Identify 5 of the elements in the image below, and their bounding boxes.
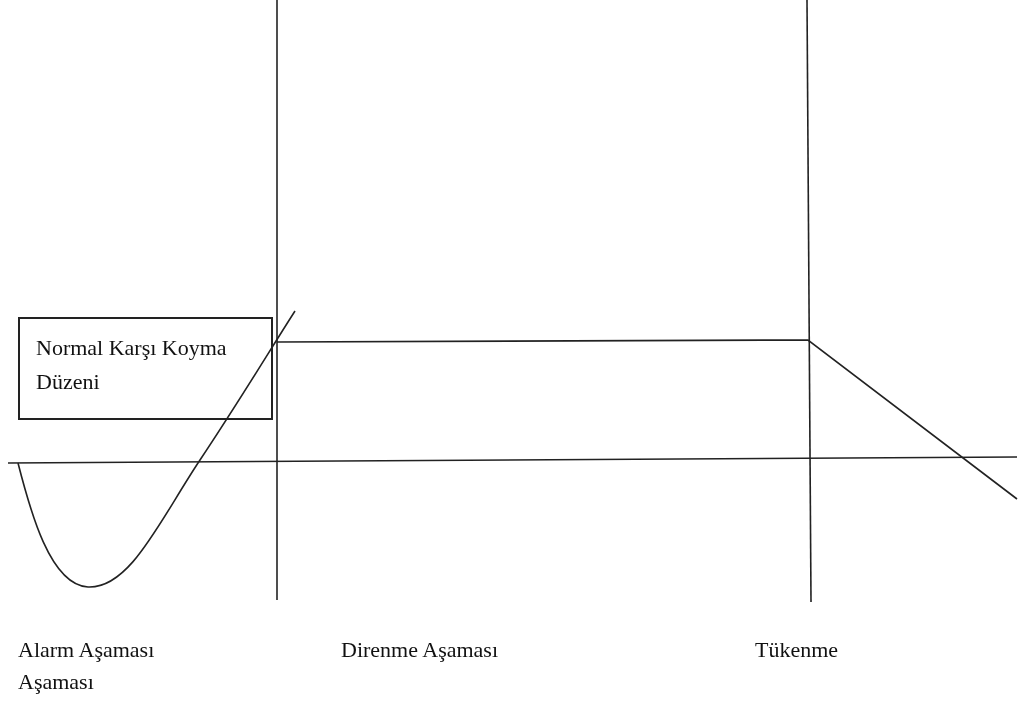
phase-label: Alarm Aşaması Aşaması — [18, 636, 156, 696]
box-text: Normal Karşı Koyma Düzeni — [36, 334, 228, 396]
label-box — [18, 317, 273, 420]
phase-label: Direnme Aşaması — [341, 636, 500, 664]
phase-label: Tükenme — [755, 636, 840, 664]
